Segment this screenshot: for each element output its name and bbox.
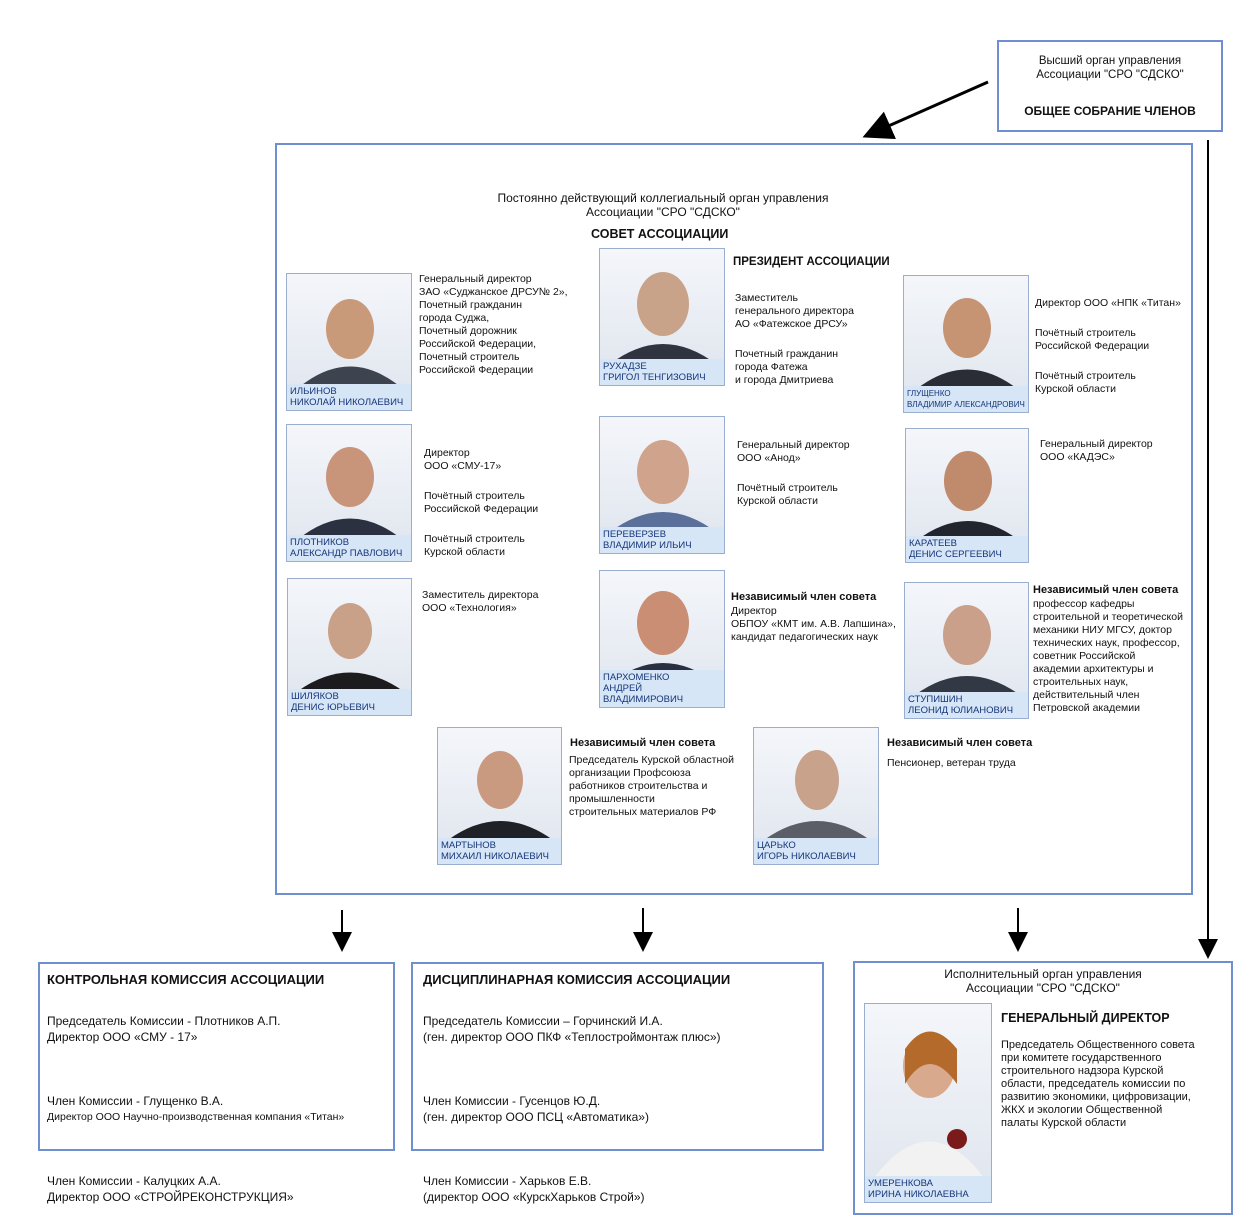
supreme-title: ОБЩЕЕ СОБРАНИЕ ЧЛЕНОВ — [1024, 104, 1196, 118]
control-commission-box: КОНТРОЛЬНАЯ КОМИССИЯ АССОЦИАЦИИ Председа… — [38, 962, 395, 1204]
member-desc-stupishin: профессор кафедры строительной и теорети… — [1033, 598, 1183, 714]
council-line1: Постоянно действующий коллегиальный орга… — [497, 191, 829, 205]
control-title: КОНТРОЛЬНАЯ КОМИССИЯ АССОЦИАЦИИ — [47, 972, 325, 987]
member-header-martynov: Независимый член совета — [570, 737, 716, 749]
member-header-parkhomenko: Независимый член совета — [731, 591, 877, 603]
member-desc-parkhomenko: Директор ОБПОУ «КМТ им. А.В. Лапшина», к… — [731, 605, 896, 643]
disc-title: ДИСЦИПЛИНАРНАЯ КОМИССИЯ АССОЦИАЦИИ — [423, 972, 731, 987]
exec-box: Исполнительный орган управления Ассоциац… — [853, 961, 1233, 1215]
member-header-stupishin: Независимый член совета — [1033, 584, 1179, 596]
member-desc-plotnikov: Директор ООО «СМУ-17» Почётный строитель… — [424, 447, 539, 558]
disc-commission-box: ДИСЦИПЛИНАРНАЯ КОМИССИЯ АССОЦИАЦИИ Предс… — [411, 962, 824, 1204]
supreme-line2: Ассоциации "СРО "СДСКО" — [1036, 69, 1184, 81]
council-heading: Постоянно действующий коллегиальный орга… — [440, 191, 886, 219]
member-desc-ilinov: Генеральный директор ЗАО «Суджанское ДРС… — [419, 273, 568, 376]
exec-title: ГЕНЕРАЛЬНЫЙ ДИРЕКТОР — [1001, 1011, 1170, 1025]
member-header-tsarko: Независимый член совета — [887, 737, 1033, 749]
council-box — [275, 143, 1193, 895]
exec-line2: Ассоциации "СРО "СДСКО" — [966, 981, 1120, 995]
council-line2: Ассоциации "СРО "СДСКО" — [586, 205, 740, 219]
exec-line1: Исполнительный орган управления — [944, 967, 1142, 981]
arrow-supreme-to-council — [862, 80, 989, 140]
member-desc-shilyakov: Заместитель директора ООО «Технология» — [422, 589, 539, 614]
member-desc-rukhadze: Заместитель генерального директора АО «Ф… — [735, 292, 854, 386]
member-desc-martynov: Председатель Курской областной организац… — [569, 754, 734, 818]
exec-desc: Председатель Общественного совета при ко… — [1001, 1039, 1195, 1129]
member-header-rukhadze: ПРЕЗИДЕНТ АССОЦИАЦИИ — [733, 256, 890, 268]
council-title: СОВЕТ АССОЦИАЦИИ — [591, 227, 729, 241]
supreme-line1: Высший орган управления — [1038, 55, 1182, 67]
member-desc-tsarko: Пенсионер, ветеран труда — [887, 757, 1016, 769]
member-desc-karateev: Генеральный директор ООО «КАДЭС» — [1040, 438, 1153, 463]
member-desc-glushchenko: Директор ООО «НПК «Титан» Почётный строи… — [1035, 297, 1181, 395]
supreme-body-box: Высший орган управления Ассоциации "СРО … — [997, 40, 1223, 132]
member-desc-pereverzev: Генеральный директор ООО «Анод» Почётный… — [737, 439, 850, 507]
